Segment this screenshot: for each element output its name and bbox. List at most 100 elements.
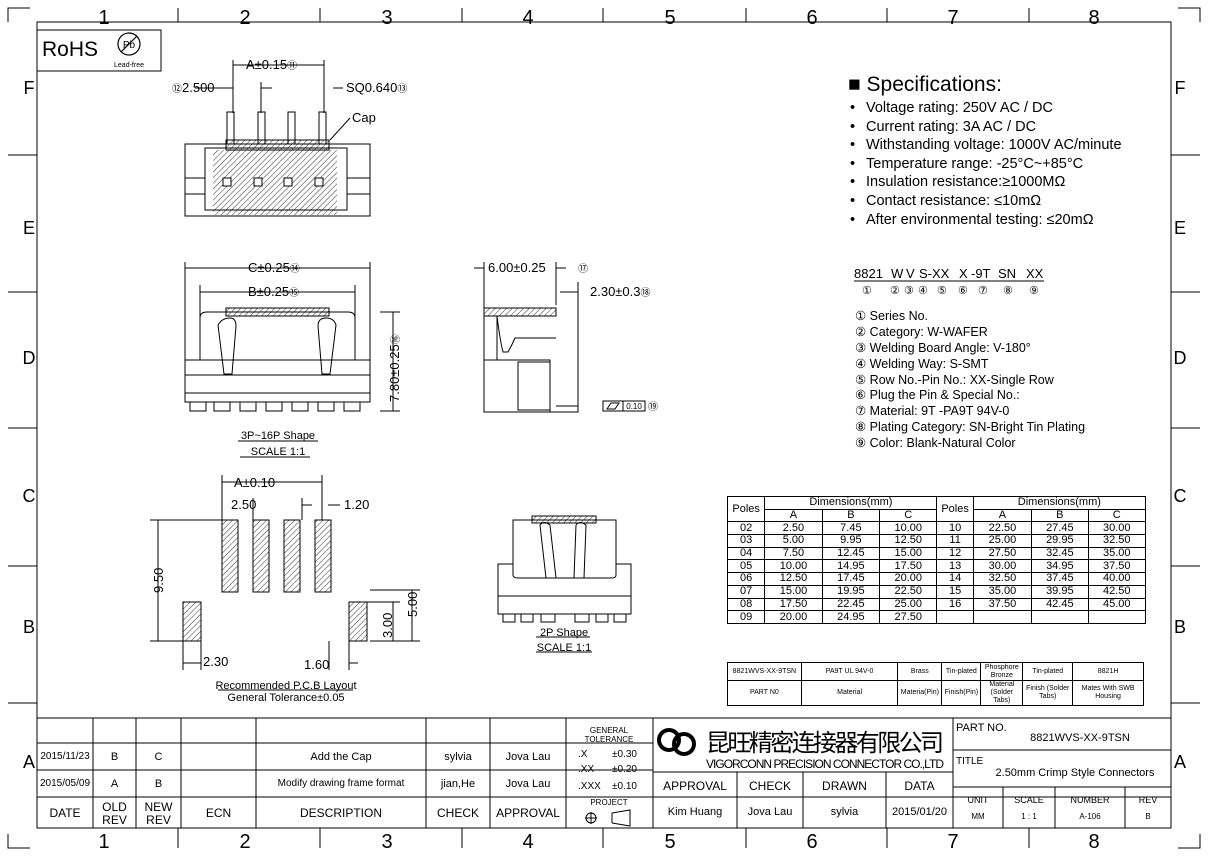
dim-cell: 32.45 xyxy=(1031,546,1089,561)
signoff-check-header: CHECK xyxy=(748,779,791,793)
dim-cell: 45.00 xyxy=(1087,597,1147,612)
dim-cell: 25.00 xyxy=(972,534,1033,548)
mat-cell: 8821WVS-XX-9TSN xyxy=(727,662,802,681)
svg-text:7.80±0.25⑯: 7.80±0.25⑯ xyxy=(387,334,402,402)
poles-cell: 14 xyxy=(936,572,974,586)
dim-a-top: A±0.15 xyxy=(246,57,287,72)
dim-cell: 20.00 xyxy=(879,572,938,586)
col-3-bottom: 3 xyxy=(381,831,392,853)
tol-value: ±0.10 xyxy=(612,781,637,792)
col-4: 4 xyxy=(522,7,533,29)
rohs-badge: RoHS Pb Lead-free xyxy=(36,29,162,72)
dim-cell: 5.00 xyxy=(764,534,823,548)
part-no-label: PART NO. xyxy=(956,722,1007,734)
spec-item: After environmental testing: ≤20mΩ xyxy=(850,211,1122,230)
col-4-bottom: 4 xyxy=(522,831,533,853)
dim-cell: 30.00 xyxy=(1087,521,1147,536)
company-name-en: VIGORCONN PRECISION CONNECTOR CO.,LTD xyxy=(706,757,944,771)
svg-text:⑨: ⑨ xyxy=(1029,285,1039,297)
spec-item: Current rating: 3A AC / DC xyxy=(850,118,1122,137)
col-c-header: C xyxy=(879,508,938,523)
dim-cell: 19.95 xyxy=(821,584,881,599)
code-seg-5: X xyxy=(959,266,968,281)
pcb-tolerance: General Tolerance±0.05 xyxy=(227,692,344,704)
row-f-right: F xyxy=(1175,78,1186,98)
mat-cell: Finish(Pin) xyxy=(941,680,982,706)
row-e-right: E xyxy=(1174,218,1186,238)
svg-text:⑥: ⑥ xyxy=(958,285,968,297)
code-seg-2: W xyxy=(891,266,904,281)
row-b: B xyxy=(23,617,35,637)
two-p-scale: SCALE 1:1 xyxy=(537,642,591,654)
svg-text:B±0.25⑮: B±0.25⑮ xyxy=(248,284,299,299)
legend-item: ⑦ Material: 9T -PA9T 94V-0 xyxy=(855,404,1010,419)
mat-cell: Tin-plated xyxy=(1022,662,1074,681)
code-seg-7: SN xyxy=(998,266,1016,281)
legend-item: ③ Welding Board Angle: V-180° xyxy=(855,340,1031,355)
col-6-bottom: 6 xyxy=(806,831,817,853)
signoff-data-header: DATA xyxy=(904,779,935,793)
header-new-rev: NEW REV xyxy=(144,800,173,827)
col-2-bottom: 2 xyxy=(239,831,250,853)
dim-cell: 10.00 xyxy=(879,521,938,536)
spec-item: Insulation resistance:≥1000MΩ xyxy=(850,173,1122,192)
row-d-right: D xyxy=(1174,348,1187,368)
poles-cell: 03 xyxy=(726,534,766,548)
rev-approval: Jova Lau xyxy=(505,751,551,763)
spec-item: Contact resistance: ≤10mΩ xyxy=(850,192,1122,211)
cap-label: Cap xyxy=(352,110,376,125)
dim-cell: 35.00 xyxy=(972,584,1033,599)
svg-text:③: ③ xyxy=(904,285,914,297)
svg-text:⑫2.500: ⑫2.500 xyxy=(172,80,215,95)
dim-cell: 17.45 xyxy=(821,572,881,586)
side-view-labels: 6.00±0.25 ⑰ 2.30±0.3⑱ 0.10 ⑲ xyxy=(488,260,658,413)
scale-value: 1 : 1 xyxy=(1021,812,1037,821)
poles-cell: 06 xyxy=(726,572,766,586)
dim-cell: 12.45 xyxy=(821,546,881,561)
project-label: PROJECT xyxy=(590,798,628,807)
pcb-width-2: 1.60 xyxy=(304,657,329,672)
title-label: TITLE xyxy=(956,756,984,767)
mat-cell: PART N0 xyxy=(727,680,802,706)
rev-new: B xyxy=(154,778,163,790)
dim-cell: 20.00 xyxy=(764,610,823,624)
row-d: D xyxy=(23,348,36,368)
number-label: NUMBER xyxy=(1070,795,1110,805)
col-a-header: A xyxy=(764,508,823,523)
col-6: 6 xyxy=(806,7,817,29)
row-e: E xyxy=(23,218,35,238)
col-1-bottom: 1 xyxy=(98,831,109,853)
dim-cell: 37.50 xyxy=(1087,559,1147,574)
specs-title-text: Specifications xyxy=(866,73,997,96)
pcb-title: Recommended P.C.B Layout xyxy=(215,680,356,692)
two-pole-labels: 2P Shape SCALE 1:1 xyxy=(537,627,591,654)
dim-cell: 37.50 xyxy=(972,597,1033,612)
company-name-cn: 昆旺精密连接器有限公司 xyxy=(706,730,944,757)
col-3: 3 xyxy=(381,7,392,29)
rev-check: sylvia xyxy=(444,751,472,763)
specs-list: Voltage rating: 250V AC / DC Current rat… xyxy=(850,99,1122,229)
tol-precision: .X xyxy=(578,749,588,760)
projection-cone-icon xyxy=(611,809,631,827)
side-view xyxy=(474,262,646,413)
company-logo-icon xyxy=(657,728,696,756)
rev-date: 2015/11/23 xyxy=(40,751,90,762)
pcb-dim-a: A±0.10 xyxy=(234,475,275,490)
pcb-width-1: 2.30 xyxy=(203,654,228,669)
legend-item: ⑨ Color: Blank-Natural Color xyxy=(855,436,1016,451)
svg-text:⑲: ⑲ xyxy=(648,401,658,413)
dims-header: Dimensions(mm) xyxy=(764,496,938,510)
row-f: F xyxy=(24,78,35,98)
legend-item: ⑤ Row No.-Pin No.: XX-Single Row xyxy=(855,372,1054,387)
poles-cell: 13 xyxy=(936,559,974,574)
dim-cell: 17.50 xyxy=(879,559,938,574)
col-8: 8 xyxy=(1088,7,1099,29)
spec-item: Voltage rating: 250V AC / DC xyxy=(850,99,1122,118)
svg-text:④: ④ xyxy=(918,285,928,297)
row-c-right: C xyxy=(1174,486,1187,506)
